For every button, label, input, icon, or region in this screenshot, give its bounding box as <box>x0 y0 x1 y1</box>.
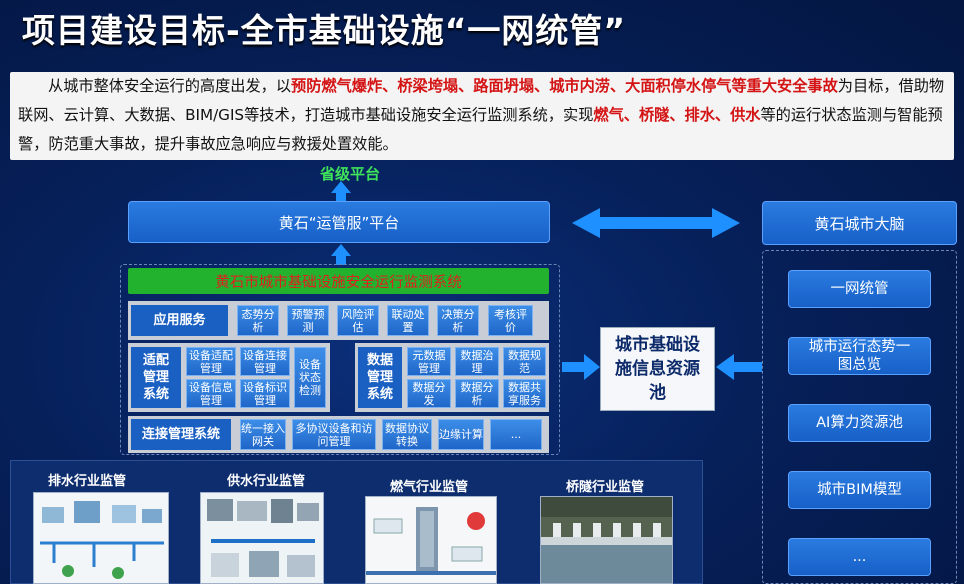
brain-item-label: 城市BIM模型 <box>817 482 902 498</box>
resource-pool-box: 城市基础设施信息资源池 <box>600 327 715 411</box>
app-item: 决策分析 <box>437 305 479 336</box>
connect-label: 连接管理系统 <box>131 419 231 450</box>
data-item: 数据规范 <box>503 347 546 376</box>
monitoring-system-title: 黄石市城市基础设施安全运行监测系统 <box>128 268 549 294</box>
gas-illustration <box>366 497 496 583</box>
arrow-stem-2 <box>336 255 346 265</box>
water-thumbnail <box>200 492 324 584</box>
intro-part-1: 从城市整体安全运行的高度出发，以 <box>48 77 291 95</box>
adapter-label-text: 适配管理系统 <box>142 353 169 402</box>
resource-pool-label: 城市基础设施信息资源池 <box>615 335 700 403</box>
brain-item-unified: 一网统管 <box>788 270 931 308</box>
intro-text: 从城市整体安全运行的高度出发，以预防燃气爆炸、桥梁垮塌、路面坍塌、城市内涝、大面… <box>10 72 954 160</box>
arrow-right-icon <box>562 354 600 380</box>
page-title: 项目建设目标-全市基础设施“一网统管” <box>22 11 627 50</box>
adapter-item: 设备标识管理 <box>240 379 290 408</box>
brain-item-bim: 城市BIM模型 <box>788 471 931 509</box>
brain-item-label: 城市运行态势一图总览 <box>808 339 911 373</box>
gas-thumbnail <box>365 496 497 584</box>
platform-label: 黄石“运管服”平台 <box>278 213 400 232</box>
data-item: 数据分析 <box>455 379 499 408</box>
arrow-to-platform-icon <box>331 244 351 256</box>
data-label: 数据管理系统 <box>358 347 402 408</box>
water-illustration <box>201 493 323 583</box>
city-brain-box: 黄石城市大脑 <box>762 201 957 245</box>
industry-bridge-title: 桥隧行业监管 <box>566 480 645 495</box>
double-arrow-icon <box>572 208 740 238</box>
adapter-item: 设备适配管理 <box>186 347 236 376</box>
app-item: 考核评价 <box>488 305 533 336</box>
arrow-left-icon <box>716 354 762 380</box>
arrow-to-province-icon <box>331 181 351 193</box>
app-item: 风险评估 <box>337 305 379 336</box>
connect-item: 统一接入网关 <box>240 419 286 450</box>
connect-item: 边缘计算 <box>438 419 484 450</box>
brain-item-label: ... <box>852 549 867 565</box>
data-item: 数据治理 <box>455 347 499 376</box>
data-item: 元数据管理 <box>407 347 451 376</box>
app-item: 预警预测 <box>287 305 329 336</box>
app-service-label: 应用服务 <box>131 305 228 336</box>
data-item: 数据共享服务 <box>503 379 546 408</box>
drainage-thumbnail <box>33 492 169 584</box>
arrow-stem <box>336 192 346 201</box>
adapter-item: 设备信息管理 <box>186 379 236 408</box>
bridge-illustration <box>541 497 672 583</box>
intro-highlight-1: 预防燃气爆炸、桥梁垮塌、路面坍塌、城市内涝、大面积停水停气等重大安全事故 <box>291 77 838 95</box>
brain-item-more: ... <box>788 538 931 576</box>
brain-item-ai-pool: AI算力资源池 <box>788 404 931 442</box>
province-platform-label: 省级平台 <box>319 165 380 183</box>
platform-box: 黄石“运管服”平台 <box>128 201 550 243</box>
intro-part-3: 等的运行状态监测与智能预警，防范重大事故，提升事故应急响应与救援处置效能。 <box>18 106 943 153</box>
industry-drainage-title: 排水行业监管 <box>48 474 127 489</box>
app-item: 态势分析 <box>237 305 279 336</box>
data-label-text: 数据管理系统 <box>366 353 393 402</box>
drainage-illustration <box>34 493 168 583</box>
data-item: 数据分发 <box>407 379 451 408</box>
brain-item-overview: 城市运行态势一图总览 <box>788 337 931 375</box>
brain-item-label: AI算力资源池 <box>816 415 903 431</box>
brain-item-label: 一网统管 <box>830 281 889 297</box>
adapter-item: 设备连接管理 <box>240 347 290 376</box>
industry-water-title: 供水行业监管 <box>227 474 306 489</box>
city-brain-label: 黄石城市大脑 <box>814 214 905 233</box>
intro-part-2: 为目标，借助物联网、云计算、大数据、BIM/GIS等技术，打造城市基础设施安全运… <box>18 77 945 124</box>
connect-item: 多协议设备和访问管理 <box>292 419 376 450</box>
adapter-label: 适配管理系统 <box>131 347 181 408</box>
intro-highlight-2: 燃气、桥隧、排水、供水 <box>593 106 761 124</box>
adapter-item: 设备状态检测 <box>294 347 326 408</box>
bridge-thumbnail <box>540 496 673 584</box>
monitoring-system-frame <box>120 264 560 455</box>
industry-gas-title: 燃气行业监管 <box>390 480 469 495</box>
connect-item: ... <box>490 419 542 450</box>
connect-item: 数据协议转换 <box>382 419 432 450</box>
app-item: 联动处置 <box>387 305 429 336</box>
adapter-item-text: 设备状态检测 <box>299 358 321 397</box>
